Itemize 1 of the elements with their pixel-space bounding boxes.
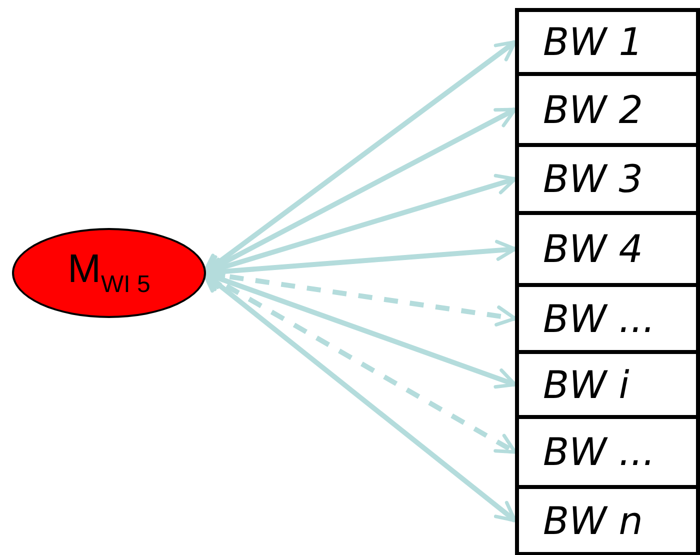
ellipse-node: M$_{WI 5}$ (12, 228, 206, 318)
